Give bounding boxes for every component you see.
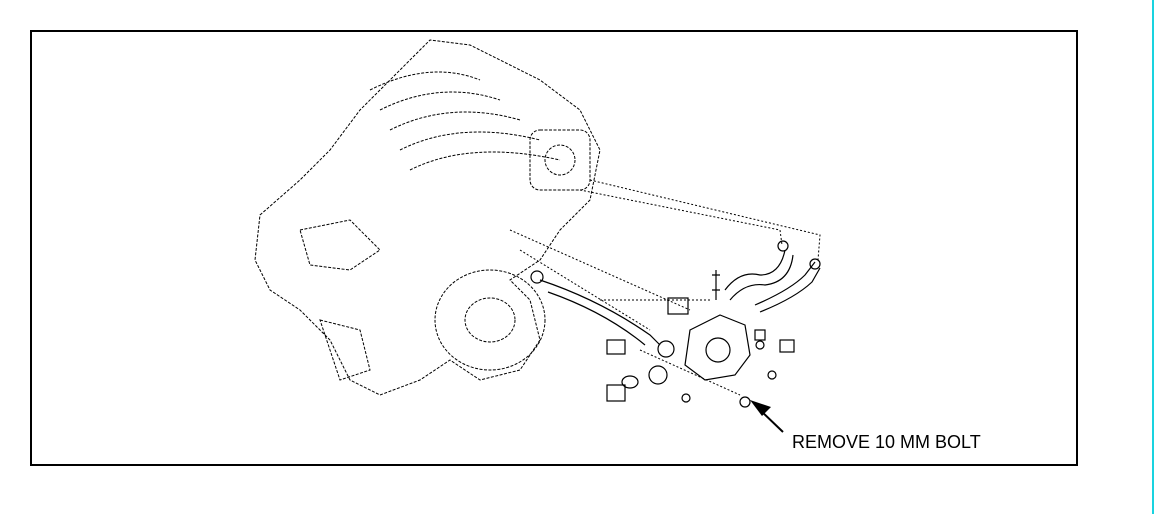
hose-clamp	[621, 375, 639, 389]
bypass-hose-1	[724, 249, 794, 301]
pipe-fitting	[648, 365, 668, 385]
page-edge-line	[1152, 0, 1154, 514]
diagram-frame	[30, 30, 1078, 466]
throttle-body	[529, 129, 591, 191]
callout-arrow	[750, 400, 784, 433]
fitting	[754, 329, 766, 341]
o-ring	[657, 340, 675, 358]
bypass-hose-2	[754, 261, 821, 313]
bracket	[667, 297, 689, 315]
callout-label: REMOVE 10 MM BOLT	[792, 432, 981, 452]
transmission-housing	[434, 269, 546, 371]
bolt	[681, 393, 691, 403]
bolt	[767, 370, 777, 380]
bracket	[606, 339, 626, 355]
bolt	[755, 340, 765, 350]
fitting	[779, 339, 795, 353]
thermostat-housing	[684, 314, 751, 381]
o-ring	[530, 270, 544, 284]
sensor	[712, 270, 720, 300]
hose-end	[606, 384, 626, 402]
leader-lines	[509, 179, 821, 396]
water-hose	[539, 279, 661, 346]
intake-manifold	[369, 71, 561, 171]
bolt	[739, 396, 751, 408]
engine-block	[254, 39, 601, 396]
